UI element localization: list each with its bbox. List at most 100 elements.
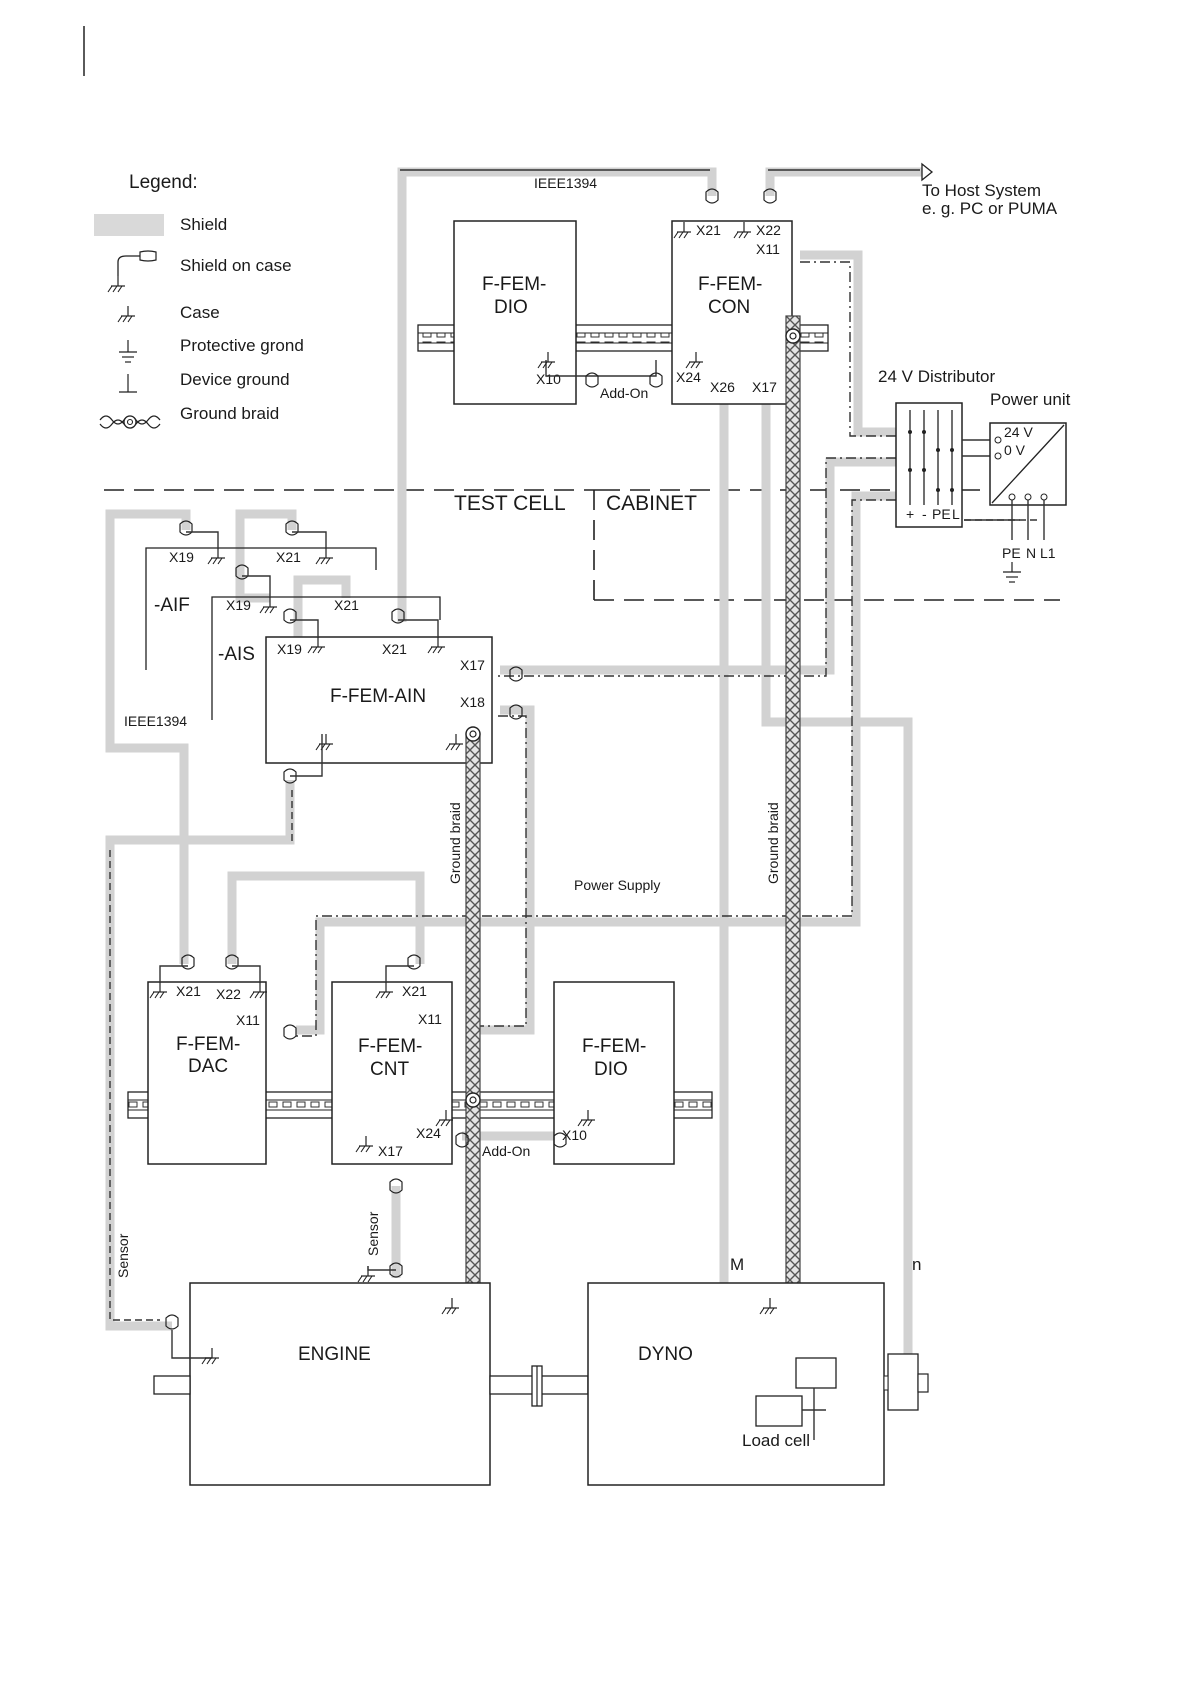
dyno-label: DYNO bbox=[638, 1344, 693, 1365]
wires bbox=[109, 169, 1040, 1321]
cable-label-ieee-left: IEEE1394 bbox=[124, 713, 187, 729]
legend-label-shield: Shield bbox=[180, 215, 227, 234]
module-cnt-line1: F-FEM- bbox=[358, 1036, 422, 1057]
port-label: X18 bbox=[460, 694, 485, 710]
module-dio-bottom-line1: F-FEM- bbox=[582, 1036, 646, 1057]
module-aif: -AIF X19 X21 bbox=[145, 520, 377, 670]
zone-label-cabinet: CABINET bbox=[606, 492, 697, 515]
port-label: X24 bbox=[676, 369, 701, 385]
module-dio-top-line2: DIO bbox=[494, 297, 528, 318]
engine: ENGINE bbox=[153, 1265, 491, 1486]
port-label: X11 bbox=[418, 1011, 442, 1027]
legend: Legend: Shield Shield on case Case Prote… bbox=[94, 172, 304, 429]
zone-label-test-cell: TEST CELL bbox=[454, 492, 566, 515]
distributor-title: 24 V Distributor bbox=[878, 367, 995, 386]
port-label: X21 bbox=[334, 597, 359, 613]
module-ais: -AIS X19 X21 bbox=[211, 564, 441, 720]
legend-label-ground-braid: Ground braid bbox=[180, 404, 279, 423]
legend-label-shield-on-case: Shield on case bbox=[180, 256, 292, 275]
shaft-coupling bbox=[489, 1365, 589, 1407]
dyno-m-label: M bbox=[730, 1255, 744, 1274]
power-unit-title: Power unit bbox=[990, 390, 1071, 409]
dyno: DYNO Load cell bbox=[587, 1282, 885, 1486]
port-label: X17 bbox=[378, 1143, 403, 1159]
port-label: X19 bbox=[169, 549, 194, 565]
module-dac-line1: F-FEM- bbox=[176, 1034, 240, 1055]
port-label: X10 bbox=[562, 1127, 587, 1143]
module-con-line2: CON bbox=[708, 297, 750, 318]
port-label: X19 bbox=[226, 597, 251, 613]
port-label: X11 bbox=[236, 1012, 260, 1028]
load-cell-label: Load cell bbox=[742, 1431, 810, 1450]
distributor-label-l: L bbox=[952, 506, 960, 522]
port-label: X11 bbox=[756, 241, 780, 257]
protective-ground-icon bbox=[1003, 562, 1021, 583]
cable-label-sensor-2: Sensor bbox=[365, 1211, 381, 1256]
port-label: X26 bbox=[710, 379, 735, 395]
speed-sensor bbox=[883, 1353, 929, 1411]
module-ais-label: -AIS bbox=[218, 644, 255, 665]
host-arrow-icon bbox=[921, 162, 934, 182]
port-label: X19 bbox=[277, 641, 302, 657]
shield-on-case-icon bbox=[107, 250, 157, 293]
power-unit-output-0v: 0 V bbox=[1004, 442, 1026, 458]
distributor: + - PE L bbox=[895, 402, 963, 528]
module-aif-label: -AIF bbox=[154, 595, 190, 616]
port-label: X21 bbox=[402, 983, 427, 999]
module-cnt: F-FEM- CNT X21 X11 X24 X17 bbox=[331, 954, 454, 1165]
ground-braid-right bbox=[785, 315, 801, 1305]
port-label: X21 bbox=[176, 983, 201, 999]
power-unit: 24 V 0 V bbox=[989, 422, 1067, 506]
host-label-line2: e. g. PC or PUMA bbox=[922, 199, 1058, 218]
module-dac: F-FEM- DAC X21 X22 X11 bbox=[147, 954, 297, 1165]
shield-band-icon bbox=[94, 214, 164, 236]
module-dio-top-line1: F-FEM- bbox=[482, 274, 546, 295]
legend-label-protective-ground: Protective grond bbox=[180, 336, 304, 355]
port-label: X21 bbox=[382, 641, 407, 657]
module-dio-top: F-FEM- DIO X10 bbox=[453, 220, 577, 405]
case-ground-icon bbox=[117, 305, 136, 323]
legend-title: Legend: bbox=[129, 172, 198, 193]
cable-label-sensor-1: Sensor bbox=[115, 1233, 131, 1278]
port-label: X21 bbox=[276, 549, 301, 565]
module-dio-bottom-line2: DIO bbox=[594, 1059, 628, 1080]
cable-label-ground-braid-2: Ground braid bbox=[765, 802, 781, 884]
distributor-label-plus: + bbox=[906, 506, 914, 522]
power-input-l1: L1 bbox=[1040, 545, 1056, 561]
power-input-n: N bbox=[1026, 545, 1036, 561]
port-label: X22 bbox=[756, 222, 781, 238]
host-label-line1: To Host System bbox=[922, 181, 1041, 200]
module-con-line1: F-FEM- bbox=[698, 274, 762, 295]
cable-label-power-supply: Power Supply bbox=[574, 877, 660, 893]
distributor-label-minus: - bbox=[922, 506, 927, 522]
power-input-pe: PE bbox=[1002, 545, 1021, 561]
port-label: X17 bbox=[752, 379, 777, 395]
module-con: F-FEM- CON X21 X22 X11 X24 X26 X17 bbox=[671, 220, 793, 405]
device-ground-icon bbox=[119, 374, 137, 393]
port-label: X21 bbox=[696, 222, 721, 238]
cable-label-ground-braid-1: Ground braid bbox=[447, 802, 463, 884]
module-ain-label: F-FEM-AIN bbox=[330, 686, 426, 707]
port-label: X10 bbox=[536, 371, 561, 387]
ground-braid-icon bbox=[99, 415, 161, 429]
dyno-n-label: n bbox=[912, 1255, 921, 1274]
module-ain: F-FEM-AIN X19 X21 X17 X18 bbox=[265, 608, 523, 764]
port-label: X17 bbox=[460, 657, 485, 673]
protective-ground-icon bbox=[119, 340, 137, 363]
port-label: X24 bbox=[416, 1125, 441, 1141]
power-unit-output-24v: 24 V bbox=[1004, 424, 1033, 440]
module-dac-line2: DAC bbox=[188, 1056, 228, 1077]
cable-label-add-on-top: Add-On bbox=[600, 385, 648, 401]
port-label: X22 bbox=[216, 986, 241, 1002]
add-on-top-connection bbox=[545, 360, 657, 377]
engine-label: ENGINE bbox=[298, 1344, 371, 1365]
legend-label-device-ground: Device ground bbox=[180, 370, 290, 389]
cable-label-add-on-bottom: Add-On bbox=[482, 1143, 530, 1159]
ground-braid-left bbox=[465, 733, 481, 1305]
module-cnt-line2: CNT bbox=[370, 1059, 409, 1080]
legend-label-case: Case bbox=[180, 303, 220, 322]
module-dio-bottom: F-FEM- DIO X10 bbox=[553, 981, 675, 1165]
distributor-label-pe: PE bbox=[932, 506, 951, 522]
cable-label-ieee-top: IEEE1394 bbox=[534, 175, 597, 191]
